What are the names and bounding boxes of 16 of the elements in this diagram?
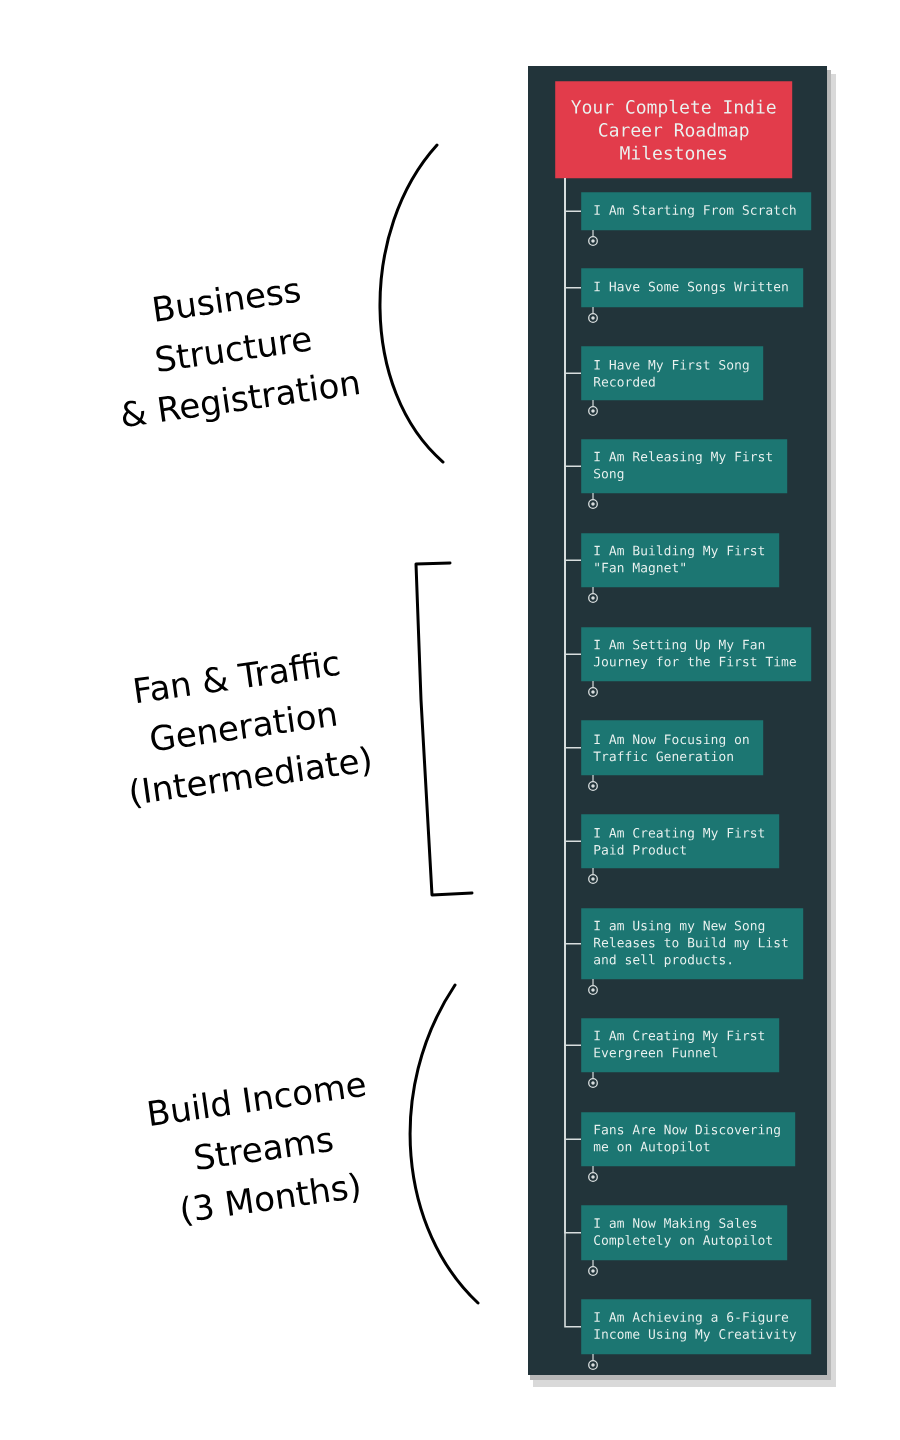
handwritten-label: Build Income Streams (3 Months) xyxy=(148,1077,366,1226)
milestone-box: I Am Creating My First Evergreen Funnel xyxy=(581,1018,780,1073)
milestone-box: I Am Setting Up My Fan Journey for the First Time xyxy=(581,627,812,682)
milestone-box: I Am Building My First "Fan Magnet" xyxy=(581,533,780,588)
milestone-box: I Am Achieving a 6-Figure Income Using My Creativity xyxy=(581,1299,812,1355)
milestone-box: I Am Releasing My First Song xyxy=(581,439,788,494)
milestone-box: I am Now Making Sales Completely on Autopilot xyxy=(581,1205,788,1261)
milestone-box: I Am Starting From Scratch xyxy=(581,192,812,231)
milestone-box: I Have My First Song Recorded xyxy=(581,346,764,401)
handwritten-label: Business Structure & Registration xyxy=(122,283,360,427)
title-box: Your Complete Indie Career Roadmap Milestones xyxy=(555,81,793,179)
milestone-box: Fans Are Now Discovering me on Autopilot xyxy=(581,1112,796,1167)
milestone-box: I Am Now Focusing on Traffic Generation xyxy=(581,720,764,776)
milestone-box: I Am Creating My First Paid Product xyxy=(581,814,780,869)
milestone-box: I Have Some Songs Written xyxy=(581,268,804,308)
milestone-box: I am Using my New Song Releases to Build my List and sell products. xyxy=(581,908,804,980)
